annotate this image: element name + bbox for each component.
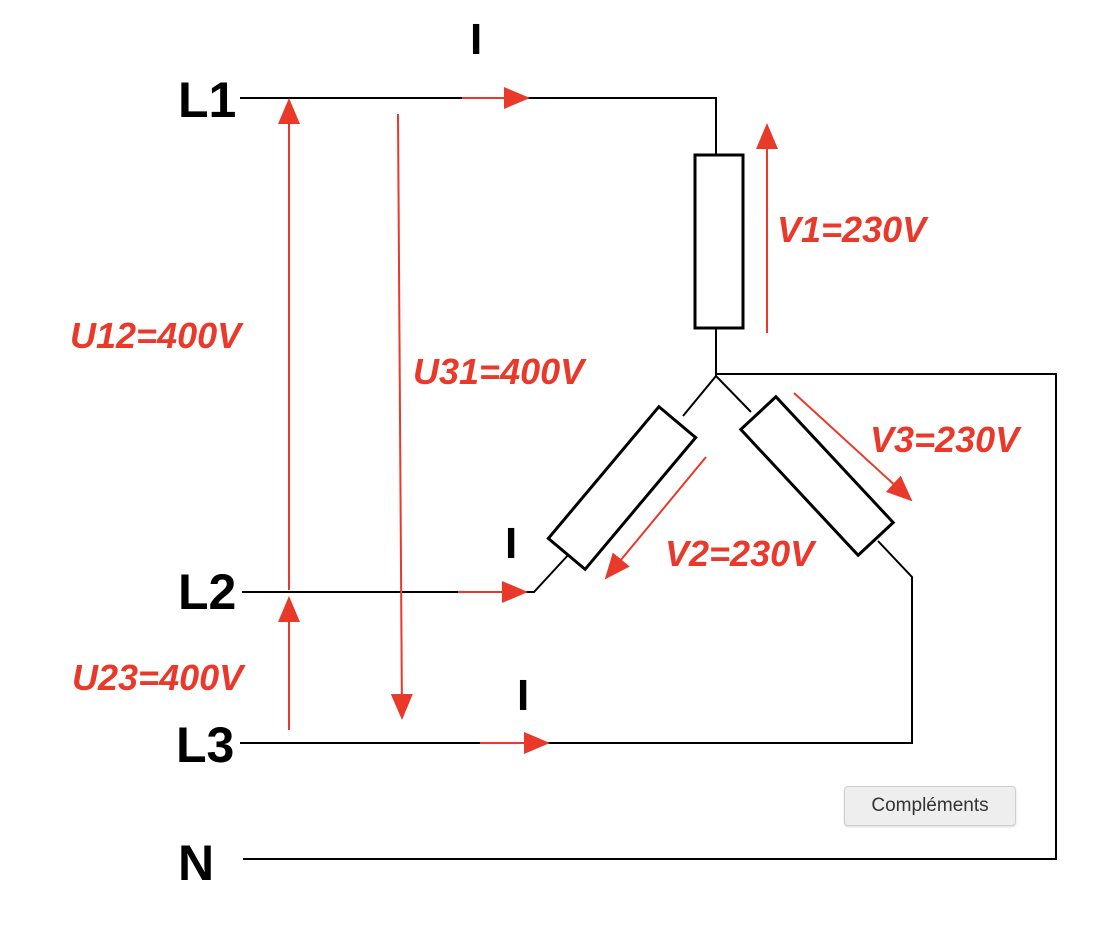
annotation-arrows <box>278 87 913 754</box>
wire-neutral <box>243 373 1057 860</box>
complements-button[interactable]: Compléments <box>844 786 1016 826</box>
wire-star-to-r3 <box>715 375 752 413</box>
current-label-l1: I <box>470 15 482 64</box>
current-label-l3: I <box>517 671 529 720</box>
voltage-label-v1: V1=230V <box>777 209 929 250</box>
phase-label-l3: L3 <box>176 717 234 773</box>
voltage-arrow-u31 <box>390 113 413 720</box>
voltage-label-u12: U12=400V <box>70 315 244 356</box>
voltage-label-u31: U31=400V <box>413 351 587 392</box>
resistor-r2 <box>546 404 698 572</box>
voltage-arrow-v2 <box>604 456 707 580</box>
wire-l3 <box>240 540 913 744</box>
resistor-r1 <box>693 153 745 330</box>
wire-l1 <box>240 97 717 155</box>
voltage-label-u23: U23=400V <box>72 657 246 698</box>
current-label-l2: I <box>505 519 517 568</box>
phase-label-l1: L1 <box>178 72 236 128</box>
voltage-arrow-v3 <box>793 392 913 502</box>
voltage-label-v3: V3=230V <box>870 419 1022 460</box>
phase-label-l2: L2 <box>178 564 236 620</box>
wire-l2 <box>242 552 571 593</box>
wiring <box>240 97 1057 860</box>
voltage-label-v2: V2=230V <box>665 533 817 574</box>
wire-star-to-r2 <box>682 375 717 417</box>
resistor-r3 <box>738 394 896 558</box>
phase-label-n: N <box>178 835 214 891</box>
